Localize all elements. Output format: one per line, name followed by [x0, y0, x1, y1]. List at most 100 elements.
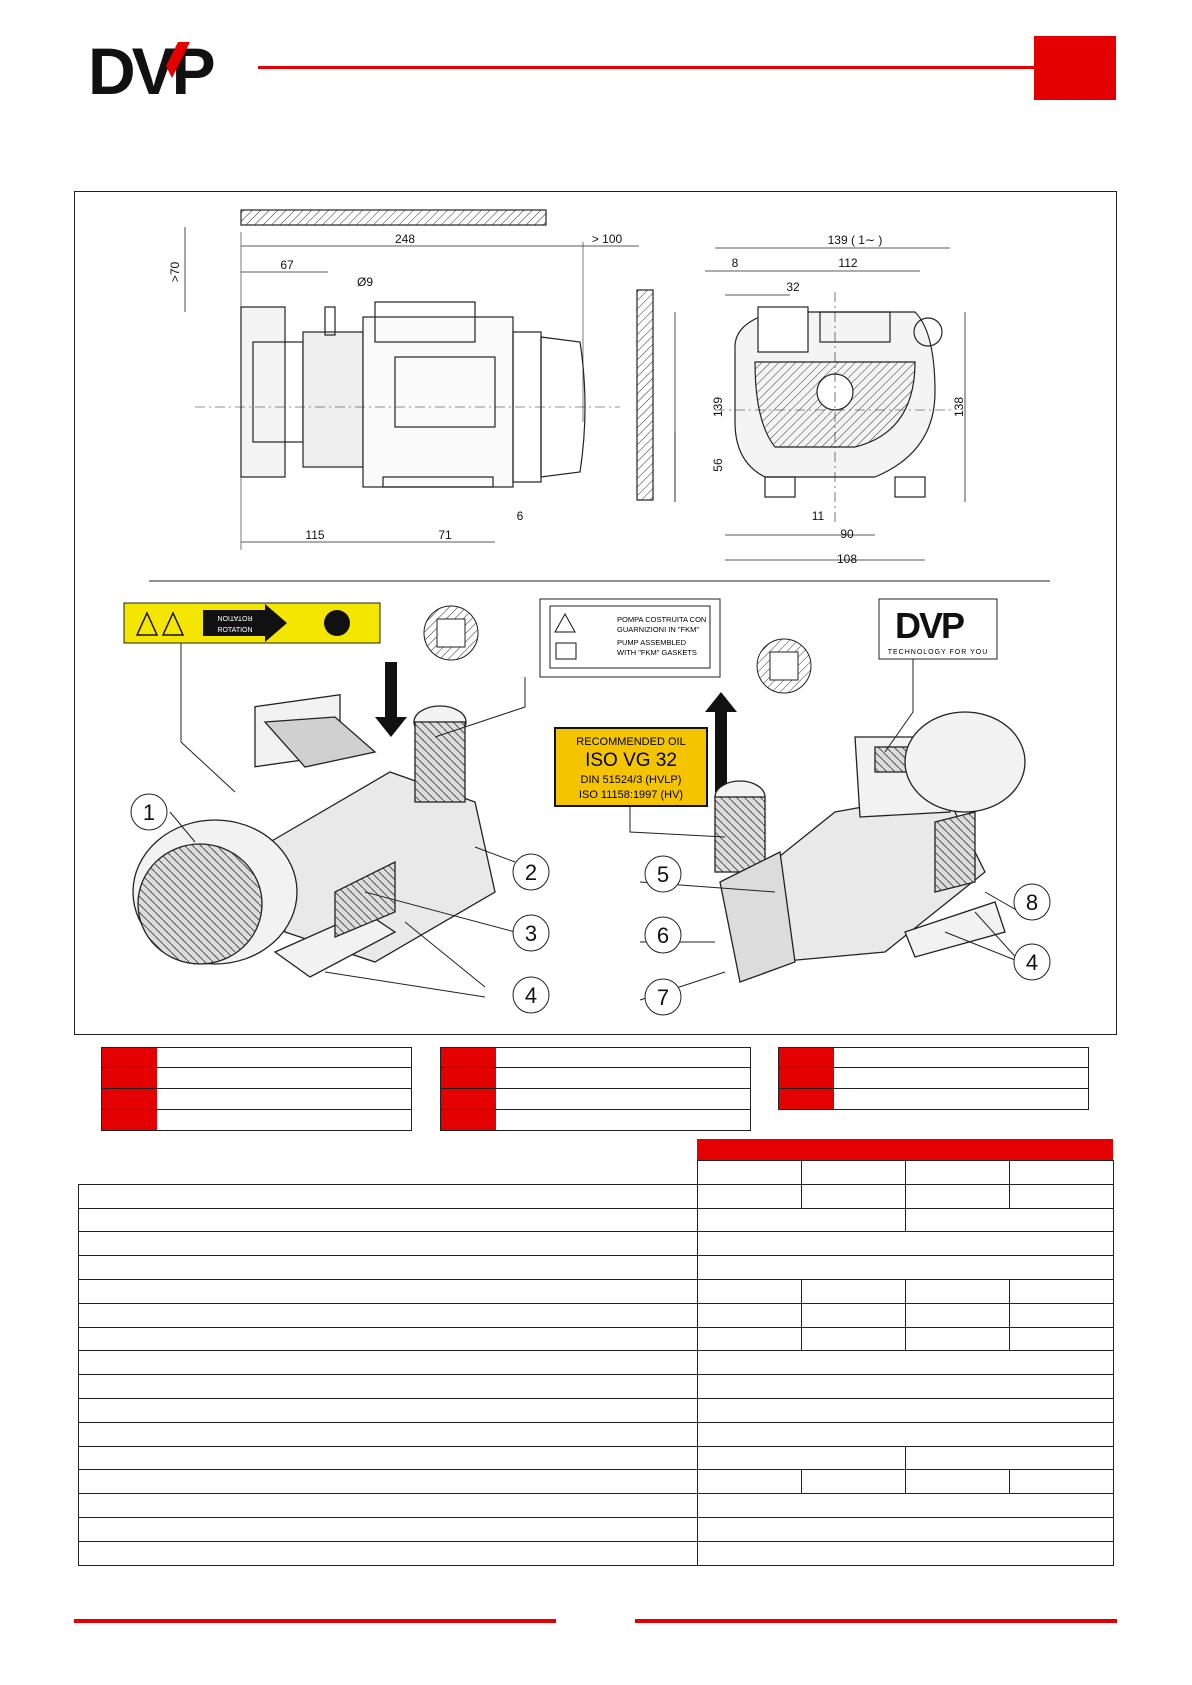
- fkm-text-it-2: GUARNIZIONI IN "FKM": [617, 625, 699, 634]
- callout-3: 3: [525, 921, 537, 946]
- badge-tagline: TECHNOLOGY FOR YOU: [888, 649, 989, 656]
- oil-title: RECOMMENDED OIL: [576, 736, 685, 748]
- rotation-text: ROTATION: [217, 627, 252, 634]
- table-row: [78, 1255, 1114, 1280]
- callout-2-circle: [512, 853, 550, 891]
- header-rule: [258, 66, 1034, 69]
- dim-108: 108: [837, 552, 857, 566]
- dim-gt100: > 100: [592, 232, 623, 246]
- technical-drawing: 248 > 100 67 Ø9 >70 115 71 6: [74, 191, 1117, 1035]
- pump-view-inlet: [132, 694, 496, 978]
- book-icon: [555, 642, 577, 660]
- callout-7-circle: [644, 978, 682, 1016]
- table-row: [78, 1374, 1114, 1399]
- legend-row: [440, 1110, 751, 1131]
- footer-rule-right: [635, 1619, 1117, 1623]
- legend-right: [778, 1047, 1089, 1110]
- table-row: [78, 1469, 1114, 1495]
- callout-5-circle: [644, 855, 682, 893]
- fkm-text-en-1: PUMP ASSEMBLED: [617, 638, 687, 647]
- table-row: [78, 1397, 1114, 1423]
- legend-row: [440, 1068, 751, 1089]
- badge-logo-text: DVP: [895, 605, 964, 646]
- callout-6: 6: [657, 923, 669, 948]
- table-row: [78, 1278, 1114, 1304]
- callout-2: 2: [525, 860, 537, 885]
- dvp-badge: DVP TECHNOLOGY FOR YOU: [878, 598, 998, 660]
- callout-4-right-circle: [1013, 943, 1051, 981]
- oil-din: DIN 51524/3 (HVLP): [581, 774, 682, 786]
- legend-row: [440, 1047, 751, 1068]
- callout-5: 5: [657, 862, 669, 887]
- table-row: [78, 1302, 1114, 1328]
- table-row: [79, 1160, 1114, 1185]
- dim-139-1ph: 139 ( 1∼ ): [828, 233, 883, 247]
- spec-header-group-1: [697, 1139, 905, 1160]
- dim-112: 112: [838, 256, 857, 270]
- header-red-box: [1034, 36, 1116, 100]
- logo-accent-icon: [166, 42, 190, 78]
- callout-8: 8: [1026, 890, 1038, 915]
- fkm-label: POMPA COSTRUITA CON GUARNIZIONI IN "FKM"…: [539, 598, 721, 678]
- dim-6: 6: [517, 509, 524, 523]
- dim-139: 139: [711, 397, 725, 417]
- legend-middle: [440, 1047, 751, 1131]
- dim-32: 32: [786, 280, 800, 294]
- spec-table: [78, 1160, 1114, 1566]
- legend-row: [778, 1047, 1089, 1068]
- dim-gt70: >70: [168, 261, 182, 282]
- dim-phi9: Ø9: [357, 275, 373, 289]
- outlet-arrow-icon: [705, 692, 737, 792]
- callout-4-right: 4: [1026, 950, 1038, 975]
- oil-grade: ISO VG 32: [585, 750, 677, 771]
- legend-row: [778, 1089, 1089, 1110]
- table-row: [78, 1326, 1114, 1352]
- side-view: [184, 209, 654, 550]
- footer-rule-left: [74, 1619, 556, 1623]
- dim-56: 56: [711, 458, 725, 472]
- legend-row: [101, 1110, 412, 1131]
- dim-11: 11: [812, 509, 825, 523]
- legend-row: [101, 1047, 412, 1068]
- callout-4-left-circle: [512, 976, 550, 1014]
- dvp-logo: DVP: [88, 38, 218, 100]
- table-row: [78, 1421, 1114, 1447]
- table-row: [78, 1516, 1114, 1542]
- front-view: [674, 247, 966, 561]
- callout-1: 1: [143, 800, 155, 825]
- table-row: [78, 1540, 1114, 1566]
- legend-row: [101, 1068, 412, 1089]
- fkm-text-it-1: POMPA COSTRUITA CON: [617, 615, 706, 624]
- callout-1-circle: [130, 793, 168, 831]
- table-row: [78, 1445, 1114, 1471]
- dim-90: 90: [840, 527, 854, 541]
- dim-67: 67: [280, 258, 294, 272]
- legend-row: [440, 1089, 751, 1110]
- table-row: [78, 1183, 1114, 1209]
- callout-8-circle: [1013, 883, 1051, 921]
- callout-6-circle: [644, 916, 682, 954]
- pump-view-outlet: [714, 711, 1026, 983]
- fkm-text-en-2: WITH "FKM" GASKETS: [617, 648, 697, 657]
- dim-8: 8: [732, 256, 739, 270]
- legend-left: [101, 1047, 412, 1131]
- inlet-arrow-icon: [375, 662, 407, 737]
- rotation-label: ROTATION ROTATION: [123, 602, 381, 644]
- table-row: [78, 1207, 1114, 1233]
- table-row: [78, 1231, 1114, 1257]
- manual-icon: [324, 610, 350, 636]
- table-row: [78, 1493, 1114, 1518]
- dim-115: 115: [305, 528, 324, 542]
- callout-3-circle: [512, 914, 550, 952]
- oil-label: RECOMMENDED OIL ISO VG 32 DIN 51524/3 (H…: [554, 727, 708, 807]
- legend-row: [101, 1089, 412, 1110]
- table-row: [78, 1350, 1114, 1376]
- callout-4-left: 4: [525, 983, 537, 1008]
- legend-row: [778, 1068, 1089, 1089]
- dim-71: 71: [438, 528, 452, 542]
- rotation-text-inverted: ROTATION: [217, 614, 252, 621]
- logo-text: DVP: [88, 38, 214, 100]
- dim-138: 138: [952, 397, 966, 417]
- callout-7: 7: [657, 985, 669, 1010]
- spec-header-group-2: [905, 1139, 1113, 1160]
